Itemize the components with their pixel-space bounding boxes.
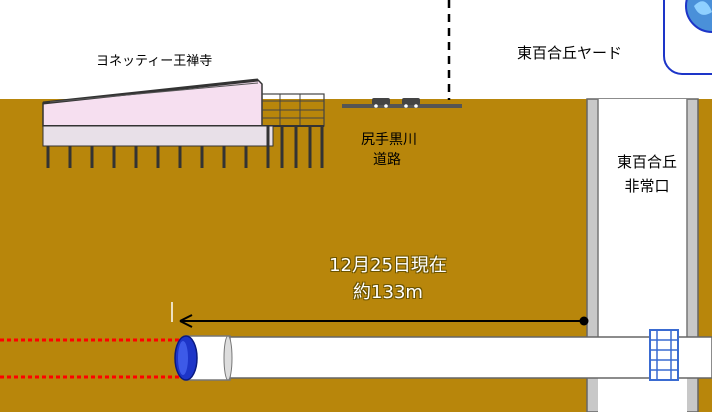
progress-date: 12月25日現在 (329, 255, 447, 276)
progress-distance: 約133m (353, 282, 423, 303)
building-yonetty (42, 78, 325, 168)
road-label: 尻手黒川 道路 (361, 130, 417, 170)
exit-label-line1: 東百合丘 (616, 153, 677, 171)
road-label-line2: 道路 (373, 152, 401, 168)
inset-map (663, 0, 712, 75)
road-surface (342, 98, 462, 108)
road-label-line1: 尻手黒川 (361, 132, 417, 148)
progress-label: 12月25日現在 約133m (288, 252, 488, 306)
exit-label-line2: 非常口 (624, 177, 670, 195)
building-label: ヨネッティー王禅寺 (96, 54, 213, 69)
exit-label: 東百合丘 非常口 (605, 150, 689, 198)
tunnel (0, 329, 712, 381)
shield-machine (174, 335, 233, 381)
progress-arrow (171, 302, 589, 328)
segment-rack (649, 329, 679, 381)
yard-label: 東百合丘ヤード (517, 44, 623, 62)
